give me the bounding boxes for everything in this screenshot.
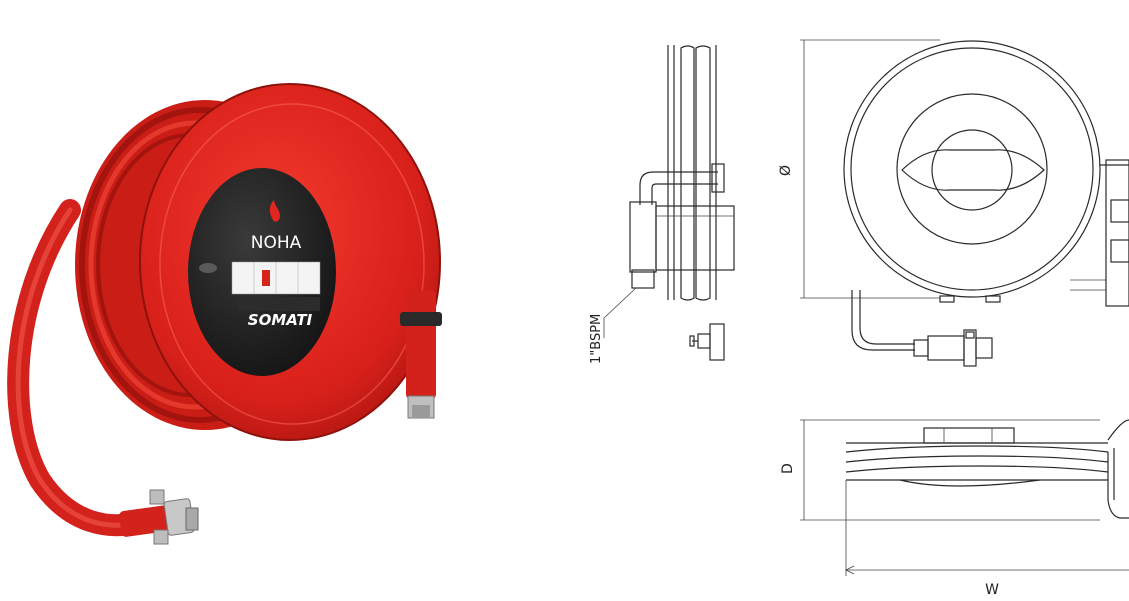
nozzle-drawing xyxy=(913,329,993,367)
front-view: Ø xyxy=(778,39,1129,367)
flame-logo-icon xyxy=(269,200,280,222)
top-view: D W xyxy=(780,419,1129,598)
diameter-label: Ø xyxy=(778,165,794,176)
side-view: 1"BSPM xyxy=(589,45,735,364)
technical-drawing: 1"BSPM Ø xyxy=(589,39,1129,598)
brand-top-text: NOHA xyxy=(251,233,302,253)
width-label: W xyxy=(985,582,999,598)
hose-nozzle xyxy=(119,489,199,545)
valve-small xyxy=(689,323,725,361)
thread-size-label: 1"BSPM xyxy=(589,314,604,364)
hose-reel-photo: NOHA SOMATI xyxy=(7,83,442,545)
depth-label: D xyxy=(780,463,796,474)
inlet-pipe xyxy=(406,290,436,400)
brand-bottom-text: SOMATI xyxy=(248,311,313,329)
